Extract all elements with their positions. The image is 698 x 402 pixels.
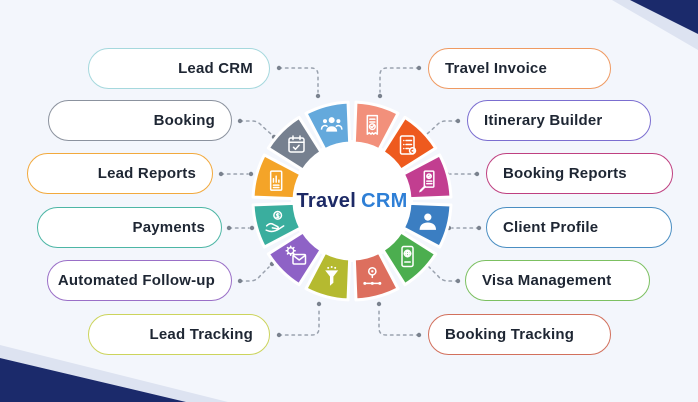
center-title-travel: Travel xyxy=(296,190,357,212)
funnel-icon xyxy=(325,266,339,286)
connector-lead-tracking xyxy=(276,301,322,338)
ring-segment-payments xyxy=(251,201,303,249)
pill-visa-management: Visa Management xyxy=(465,260,650,301)
pill-booking-tracking: Booking Tracking xyxy=(428,314,611,355)
pill-lead-crm: Lead CRM xyxy=(88,48,270,89)
pill-lead-tracking: Lead Tracking xyxy=(88,314,270,355)
corner-band-top-right xyxy=(612,0,698,50)
route-pin-icon xyxy=(363,266,382,285)
pill-label: Visa Management xyxy=(482,272,612,289)
connector-booking-tracking xyxy=(376,301,422,338)
connector-lead-reports xyxy=(218,171,254,177)
pill-booking-reports: Booking Reports xyxy=(486,153,673,194)
pill-label: Lead CRM xyxy=(178,60,253,77)
hand-coin-icon xyxy=(265,210,285,233)
ring-segment-booking xyxy=(266,115,323,172)
pill-label: Booking Tracking xyxy=(445,326,575,343)
pill-label: Lead Tracking xyxy=(149,326,253,343)
pill-label: Booking xyxy=(153,112,215,129)
people-icon xyxy=(320,117,343,132)
pill-client-profile: Client Profile xyxy=(486,207,672,248)
corner-band-bottom-left xyxy=(0,345,228,402)
ring-inner-circle xyxy=(291,140,413,262)
pill-label: Travel Invoice xyxy=(445,60,548,77)
ring-segment-lead-tracking xyxy=(304,250,352,302)
pill-lead-reports: Lead Reports xyxy=(27,153,213,194)
pill-booking: Booking xyxy=(48,100,232,141)
ring-segment-automated-follow-up xyxy=(266,230,323,287)
calendar-check-icon xyxy=(288,135,305,153)
pill-label: Booking Reports xyxy=(503,165,627,182)
corner-triangle-top-right xyxy=(630,0,698,34)
connector-payments xyxy=(226,225,255,231)
doc-chart-icon xyxy=(269,170,283,191)
invoice-icon xyxy=(366,114,379,135)
pill-automated-follow-up: Automated Follow-up xyxy=(47,260,232,301)
ring-segment-lead-crm xyxy=(304,100,352,152)
pill-label: Automated Follow-up xyxy=(57,272,215,289)
connector-lead-crm xyxy=(276,65,321,99)
center-title-crm: CRM xyxy=(361,190,408,212)
ring-segment-visa-management xyxy=(381,230,438,287)
itinerary-icon xyxy=(399,135,417,155)
passport-icon xyxy=(401,245,414,268)
ring-segment-itinerary-builder xyxy=(381,115,438,172)
pill-label: Itinerary Builder xyxy=(484,112,603,129)
pill-travel-invoice: Travel Invoice xyxy=(428,48,611,89)
report-check-icon xyxy=(419,170,435,193)
gear-mail-icon xyxy=(285,245,307,265)
ring-segment-booking-tracking xyxy=(352,250,400,302)
ring-segment-travel-invoice xyxy=(352,100,400,152)
ring-segments xyxy=(251,100,453,302)
pill-payments: Payments xyxy=(37,207,222,248)
person-icon xyxy=(419,213,437,230)
pill-label: Client Profile xyxy=(503,219,599,236)
pill-itinerary-builder: Itinerary Builder xyxy=(467,100,651,141)
connector-travel-invoice xyxy=(377,65,422,99)
ring-icons xyxy=(265,114,437,286)
pill-label: Payments xyxy=(132,219,205,236)
corner-triangle-bottom-left xyxy=(0,358,186,402)
pill-label: Lead Reports xyxy=(97,165,196,182)
